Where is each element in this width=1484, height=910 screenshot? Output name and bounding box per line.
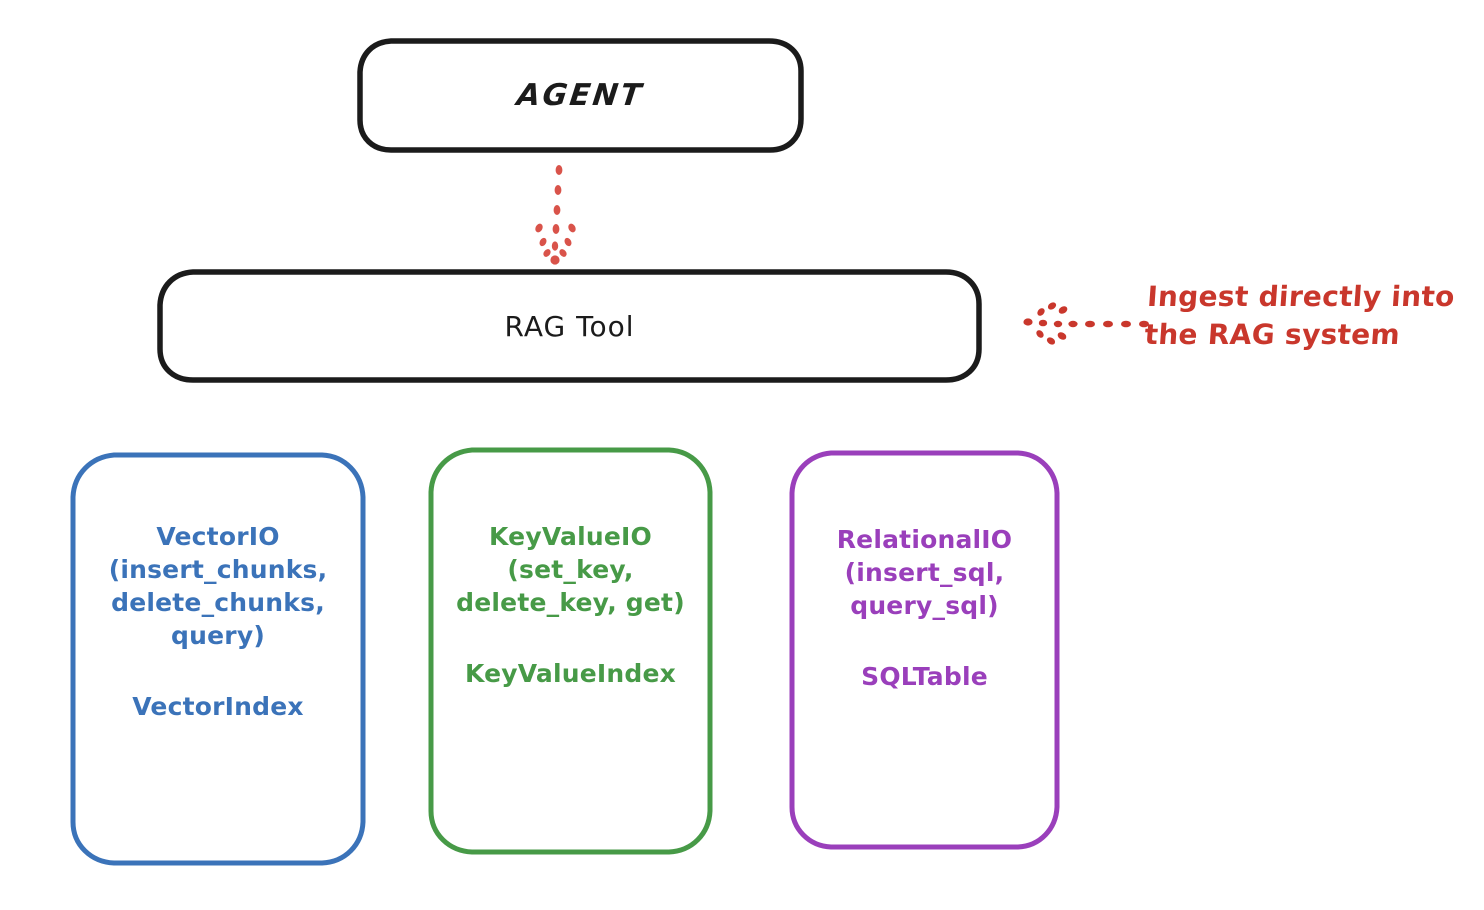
ingest-annotation-text: Ingest directly into the RAG system [1143, 280, 1456, 351]
node-relational-io[interactable]: RelationalIO (insert_sql, query_sql) SQL… [789, 450, 1060, 850]
rag-tool-body: RAG Tool [157, 310, 982, 343]
relational-io-index-label: SQLTable [861, 662, 988, 691]
ingest-to-rag-tool-arrow [1023, 302, 1149, 345]
agent-to-rag-tool-arrow [535, 165, 576, 265]
node-vector-io[interactable]: VectorIO (insert_chunks, delete_chunks, … [70, 452, 366, 866]
key-value-io-index-label: KeyValueIndex [464, 659, 677, 688]
node-rag-tool[interactable]: RAG Tool [157, 269, 982, 383]
node-key-value-io[interactable]: KeyValueIO (set_key, delete_key, get) Ke… [428, 447, 713, 855]
node-agent[interactable]: AGENT [357, 38, 804, 153]
key-value-io-body: KeyValueIO (set_key, delete_key, get) Ke… [428, 447, 713, 855]
rag-tool-label: RAG Tool [504, 309, 635, 343]
vector-io-index-label: VectorIndex [132, 691, 304, 721]
relational-io-body: RelationalIO (insert_sql, query_sql) SQL… [789, 450, 1060, 850]
vector-io-api-label: VectorIO (insert_chunks, delete_chunks, … [108, 521, 328, 650]
vector-io-body: VectorIO (insert_chunks, delete_chunks, … [70, 452, 366, 866]
key-value-io-api-label: KeyValueIO (set_key, delete_key, get) [456, 522, 685, 617]
relational-io-api-label: RelationalIO (insert_sql, query_sql) [836, 525, 1013, 620]
agent-label: AGENT [515, 78, 646, 113]
agent-body: AGENT [357, 78, 804, 113]
